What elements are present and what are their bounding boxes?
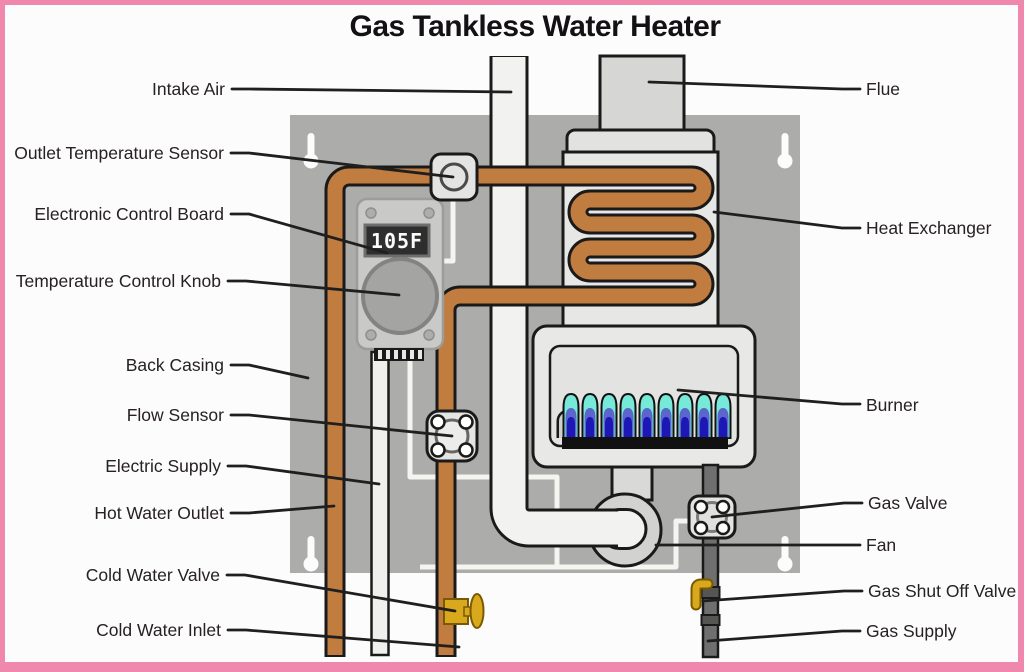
leader-intake-air (230, 87, 513, 94)
flame (605, 417, 613, 438)
leader-electric-supply (226, 464, 381, 486)
label-outlet-temperature-sensor: Outlet Temperature Sensor (14, 143, 224, 163)
label-cold-water-inlet: Cold Water Inlet (96, 620, 221, 640)
label-hot-water-outlet: Hot Water Outlet (94, 503, 224, 523)
label-flow-sensor: Flow Sensor (126, 405, 224, 425)
leader-cold-water-valve (225, 573, 457, 613)
temperature-display-value: 105F (370, 229, 424, 253)
gas-shut-off-valve (690, 578, 714, 611)
leader-hot-water-outlet (229, 504, 336, 515)
flame (586, 417, 594, 438)
burner-bar (562, 437, 728, 449)
burner-compartment (531, 324, 757, 469)
label-burner: Burner (866, 395, 919, 415)
label-back-casing: Back Casing (125, 355, 224, 375)
label-cold-water-valve: Cold Water Valve (85, 565, 220, 585)
mounting-keyholes (303, 133, 793, 572)
leader-gas-supply (706, 629, 862, 643)
label-gas-shut-off-valve: Gas Shut Off Valve (868, 581, 1017, 601)
leader-electronic-control-board (229, 212, 389, 255)
leader-burner (676, 388, 862, 406)
flue-pipe (598, 54, 686, 136)
label-intake-air: Intake Air (152, 79, 225, 99)
flame (719, 417, 727, 438)
label-fan: Fan (866, 535, 897, 555)
page-title: Gas Tankless Water Heater (349, 10, 721, 43)
leader-gas-shut-off-valve (701, 589, 864, 603)
leader-heat-exchanger (712, 210, 862, 230)
label-gas-supply: Gas Supply (866, 621, 957, 641)
copper-fill (327, 168, 712, 655)
leader-back-casing (229, 363, 310, 380)
leader-outlet-temperature-sensor (229, 151, 455, 179)
leader-temperature-control-knob (226, 279, 401, 297)
burner-flames (562, 392, 732, 439)
flame (567, 417, 575, 438)
leader-flue (647, 80, 862, 91)
label-electric-supply: Electric Supply (105, 456, 221, 476)
board-screws (365, 207, 435, 341)
copper-water-line (324, 165, 715, 657)
leader-cold-water-inlet (226, 628, 461, 649)
label-electronic-control-board: Electronic Control Board (34, 204, 224, 224)
flame (700, 417, 708, 438)
flame (681, 417, 689, 438)
temperature-control-knob (361, 257, 439, 335)
label-temperature-control-knob: Temperature Control Knob (15, 271, 221, 291)
electronic-control-board (355, 197, 445, 361)
leader-flow-sensor (229, 413, 454, 438)
label-flue: Flue (866, 79, 901, 99)
gas-supply-pipe (700, 463, 721, 659)
label-heat-exchanger: Heat Exchanger (866, 218, 992, 238)
flame (643, 417, 651, 438)
electric-supply-pipe (370, 350, 390, 657)
leader-lines (225, 80, 864, 649)
intake-air-pipe (489, 56, 648, 550)
label-gas-valve: Gas Valve (868, 493, 948, 513)
leader-gas-valve (710, 501, 864, 519)
flame (624, 417, 632, 438)
flame (662, 417, 670, 438)
